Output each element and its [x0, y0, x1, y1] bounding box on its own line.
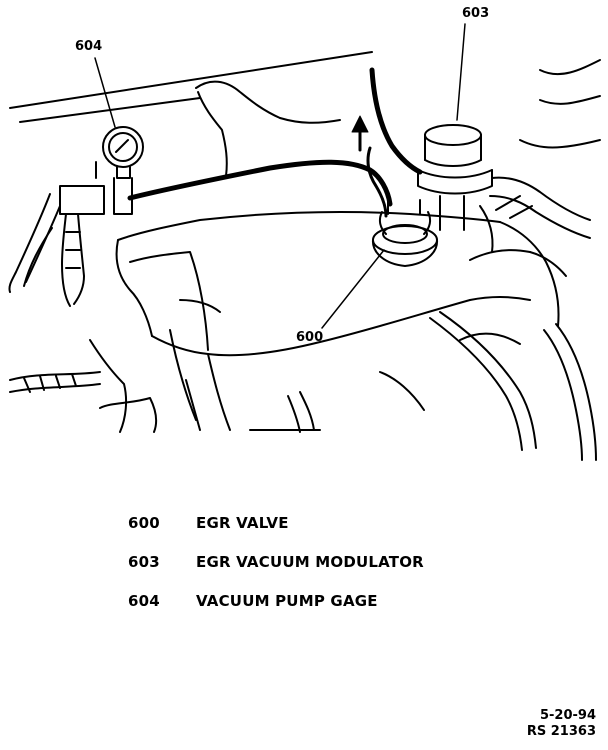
- engine-intake-body: [115, 211, 567, 431]
- figure-reference: RS 21363: [526, 724, 596, 739]
- engine-background: [9, 51, 601, 433]
- flow-arrow-head: [351, 115, 369, 133]
- vacuum-hose-2: [369, 67, 423, 175]
- leader-line-600: [321, 249, 385, 329]
- leader-line-604: [94, 57, 116, 128]
- callout-603: 603: [462, 6, 489, 21]
- leader-line-603: [456, 23, 466, 121]
- legend-number: 603: [128, 553, 160, 571]
- lower-hoses: [249, 311, 597, 461]
- egr-vacuum-modulator: [417, 124, 591, 253]
- legend-row: 604 VACUUM PUMP GAGE: [128, 591, 568, 611]
- callout-604: 604: [75, 39, 102, 54]
- legend-number: 604: [128, 592, 160, 610]
- figure-codes: 5-20-94 RS 21363: [527, 708, 596, 740]
- parts-legend: 600 EGR VALVE 603 EGR VACUUM MODULATOR 6…: [128, 513, 568, 630]
- legend-row: 603 EGR VACUUM MODULATOR: [128, 552, 568, 572]
- egr-system-illustration: 604 603 600: [8, 6, 601, 461]
- legend-description: VACUUM PUMP GAGE: [196, 592, 378, 610]
- legend-description: EGR VALVE: [196, 514, 289, 532]
- legend-row: 600 EGR VALVE: [128, 513, 568, 533]
- callout-600: 600: [296, 330, 323, 345]
- legend-description: EGR VACUUM MODULATOR: [196, 553, 424, 571]
- legend-number: 600: [128, 514, 160, 532]
- figure-date: 5-20-94: [539, 708, 596, 723]
- hose-connector: [366, 146, 388, 218]
- hand-vacuum-pump: [8, 185, 105, 307]
- vacuum-hose: [127, 159, 393, 207]
- vacuum-pump-gage: [95, 126, 144, 215]
- egr-valve: [371, 199, 439, 267]
